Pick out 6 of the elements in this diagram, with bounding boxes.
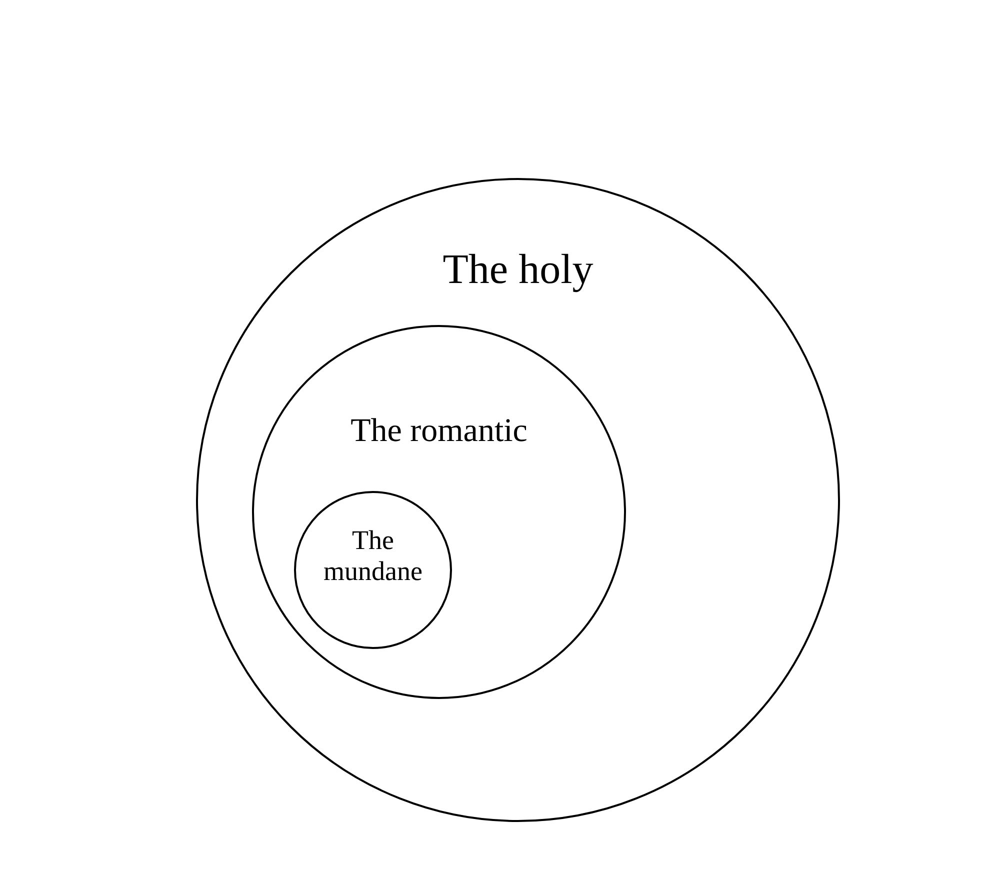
circle-label: The romantic: [350, 413, 528, 451]
circle-label: The mundane: [322, 525, 424, 588]
inner-circle: [294, 491, 452, 649]
middle-circle: [252, 325, 626, 699]
circle-label: The holy: [442, 246, 594, 294]
outer-circle: [196, 178, 840, 822]
